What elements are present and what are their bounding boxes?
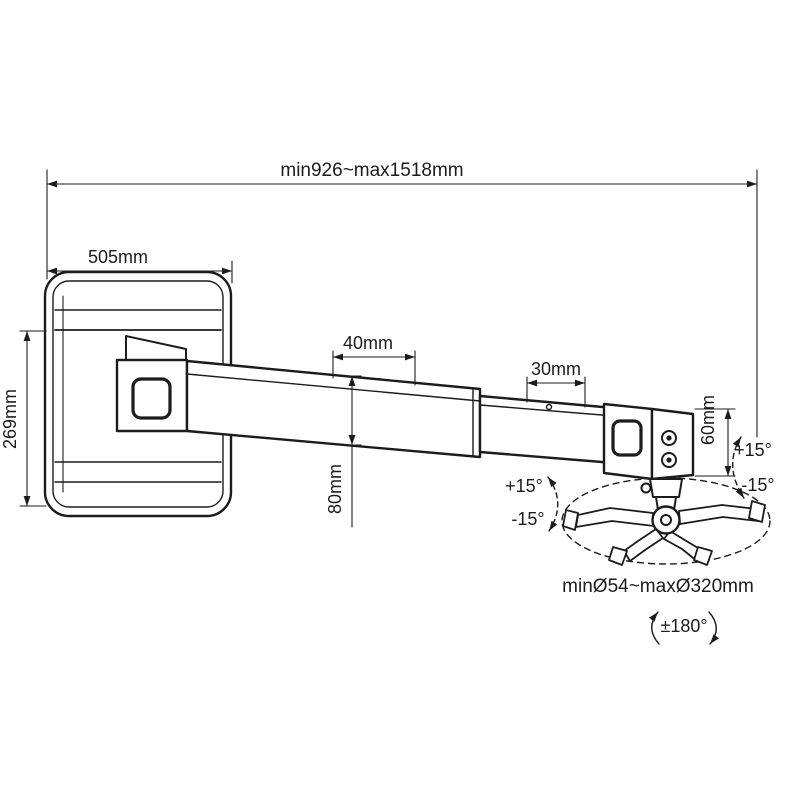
mount-head xyxy=(602,402,695,481)
outer-tube-edge-line xyxy=(186,373,481,402)
arm-rear-bracket xyxy=(115,358,189,433)
joint-upper-block xyxy=(649,478,683,498)
spider-arm-lower-left xyxy=(623,528,664,562)
tilt-arrow-right xyxy=(732,436,745,499)
head-bolt-lower-center xyxy=(666,457,672,463)
rotation-range-ellipse xyxy=(561,477,771,565)
dimension-plate-width: 505mm xyxy=(46,247,233,284)
label-tilt-left-up: +15° xyxy=(505,476,543,496)
spider-mount xyxy=(562,500,766,566)
dimension-inner-tube: 30mm xyxy=(526,359,586,408)
head-bolt-upper-center xyxy=(666,435,672,441)
label-total-extension: min926~max1518mm xyxy=(280,160,463,181)
label-plate-height: 269mm xyxy=(0,389,20,449)
label-inner-tube-width: 30mm xyxy=(531,359,581,379)
spider-foot-left xyxy=(562,509,579,531)
label-tilt-left-down: -15° xyxy=(511,509,544,529)
label-arm-height: 80mm xyxy=(325,464,345,514)
rotation-arrow-right xyxy=(708,611,719,645)
spider-hub xyxy=(651,505,681,535)
bracket-square-hole xyxy=(131,377,172,420)
spider-hub-center xyxy=(660,514,672,526)
head-end-cap xyxy=(602,402,654,481)
rotation-indicator: ±180° xyxy=(649,611,719,645)
dimension-total-extension: min926~max1518mm xyxy=(46,160,758,438)
dimension-arm-height: 80mm xyxy=(325,375,362,528)
label-mount-diameter: minØ54~maxØ320mm xyxy=(562,576,754,597)
wall-mount-plate xyxy=(43,270,233,518)
tilt-arrow-left xyxy=(547,476,559,532)
spider-arm-left xyxy=(575,507,655,528)
inner-tube-edge-line xyxy=(479,404,615,417)
label-rotation-range: ±180° xyxy=(660,616,707,636)
spider-arm-right xyxy=(678,504,759,525)
head-square-hole xyxy=(611,419,643,457)
label-tilt-right-up: +15° xyxy=(734,440,772,460)
label-plate-width: 505mm xyxy=(88,247,148,267)
outer-tube xyxy=(185,359,482,459)
dimension-outer-tube: 40mm xyxy=(332,333,416,386)
spider-foot-lower-right xyxy=(693,546,713,566)
tilt-indicator-right: +15° -15° xyxy=(732,436,775,499)
dimension-head-height: 60mm xyxy=(694,395,736,477)
label-head-height: 60mm xyxy=(698,395,718,445)
dimension-plate-height: 269mm xyxy=(0,330,47,507)
arm-screw xyxy=(545,403,553,411)
tilt-indicator-left: +15° -15° xyxy=(505,476,559,532)
spider-foot-lower-left xyxy=(608,546,628,566)
rotation-arrow-left xyxy=(649,611,660,645)
spider-foot-right xyxy=(748,500,766,523)
joint-knob xyxy=(640,482,652,494)
label-tilt-right-down: -15° xyxy=(741,475,774,495)
label-outer-tube-width: 40mm xyxy=(343,333,393,353)
